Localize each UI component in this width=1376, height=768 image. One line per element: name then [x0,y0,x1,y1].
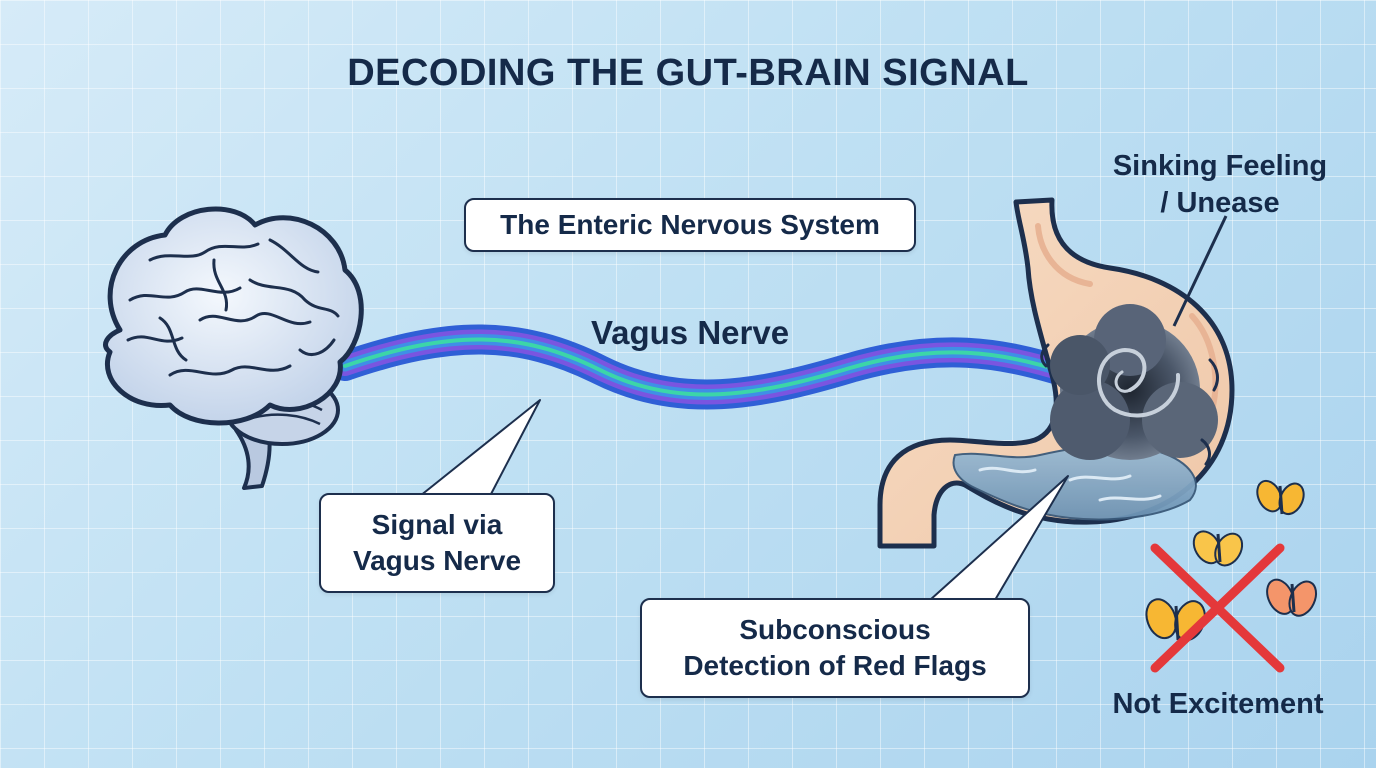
sinking-feeling-line1: Sinking Feeling [1112,150,1328,182]
page-title: DECODING THE GUT-BRAIN SIGNAL [347,52,1029,94]
butterfly-icon [1256,479,1305,516]
enteric-nervous-system-label: The Enteric Nervous System [464,198,916,252]
butterfly-icon [1266,578,1318,617]
signal-callout: Signal via Vagus Nerve [319,493,555,593]
vagus-nerve-label: Vagus Nerve [590,314,790,351]
sinking-feeling-line2: / Unease [1160,187,1280,220]
detection-callout-line2: Detection of Red Flags [683,650,987,681]
sinking-feeling-label: Sinking Feeling / Unease [1090,148,1350,222]
detection-callout-line1: Subconscious [739,613,931,645]
not-excitement-label: Not Excitement [1112,688,1324,720]
signal-callout-line1: Signal via [371,508,503,540]
signal-callout-tail [419,399,541,497]
signal-callout-line2: Vagus Nerve [352,545,522,576]
brain-icon [103,206,364,490]
red-cross-icon [1150,543,1285,673]
unease-smoke [1050,304,1218,460]
detection-callout: Subconscious Detection of Red Flags [640,598,1030,698]
stomach-icon [877,197,1235,549]
sinking-pointer [1172,215,1228,327]
vagus-nerve-line [330,324,1080,410]
butterfly-icon [1192,530,1244,567]
